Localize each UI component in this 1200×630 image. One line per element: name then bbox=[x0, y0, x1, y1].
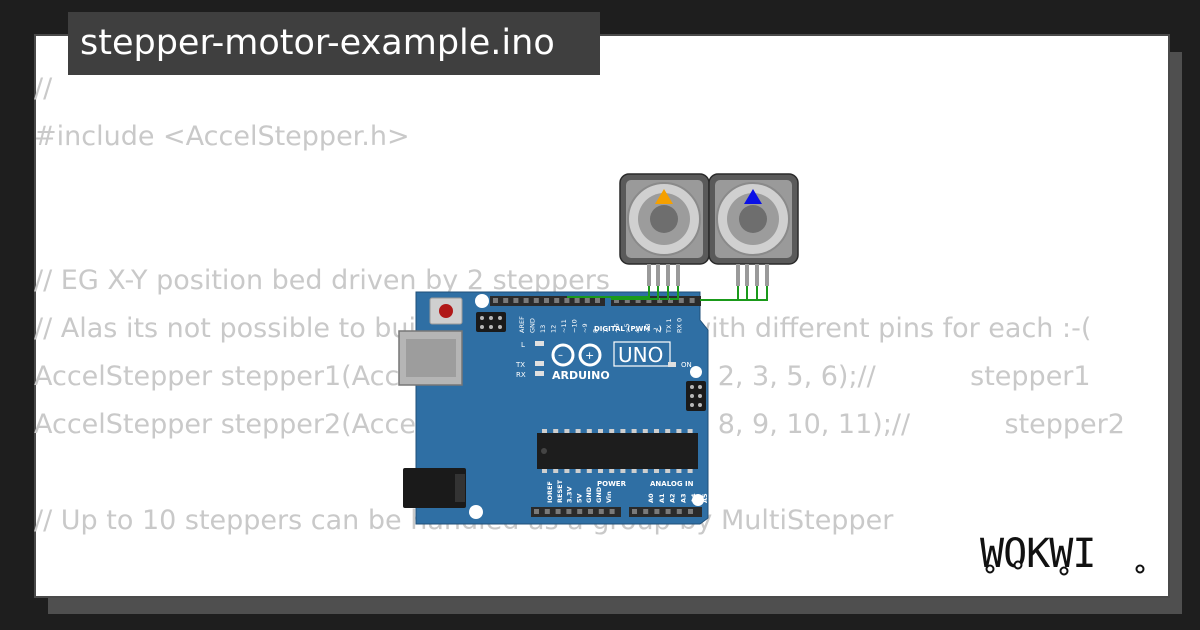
wire bbox=[611, 286, 659, 300]
wire bbox=[567, 286, 650, 298]
wire bbox=[700, 286, 739, 301]
pin-label: A4 bbox=[690, 493, 698, 503]
pin-label: ~6 bbox=[613, 323, 621, 333]
svg-text:–: – bbox=[558, 350, 563, 361]
microcontroller-chip bbox=[537, 429, 698, 473]
pin-label: RESET bbox=[556, 479, 564, 503]
pin-label: A2 bbox=[669, 493, 677, 503]
wokwi-logo: WOKWI bbox=[980, 531, 1145, 577]
power-jack bbox=[403, 468, 466, 508]
stepper-motor-2[interactable] bbox=[708, 173, 799, 286]
pin-label: A0 bbox=[647, 493, 655, 503]
wire bbox=[670, 286, 679, 300]
pin-label: 13 bbox=[539, 325, 547, 333]
wokwi-logo-text: WOKWI bbox=[980, 531, 1095, 577]
pin-label: ~3 bbox=[644, 323, 652, 333]
pin-label: A1 bbox=[658, 493, 666, 503]
pin-label: AREF bbox=[518, 316, 526, 333]
tx-label: TX bbox=[515, 361, 525, 369]
pin-label: ~9 bbox=[581, 323, 589, 333]
wires bbox=[567, 286, 768, 301]
pin-label: 7 bbox=[602, 329, 610, 333]
code-line: // bbox=[34, 73, 53, 104]
wire bbox=[660, 286, 669, 300]
arduino-logo-icon bbox=[551, 343, 602, 367]
motor-indicator-icon bbox=[655, 189, 673, 204]
code-line: // EG X-Y position bed driven by 2 stepp… bbox=[34, 265, 610, 296]
arduino-brand-label: ARDUINO bbox=[552, 369, 610, 382]
svg-text:+: + bbox=[585, 349, 594, 362]
pin-label: 3.3V bbox=[566, 486, 574, 503]
power-label: POWER bbox=[597, 480, 627, 488]
rx-label: RX bbox=[516, 371, 526, 379]
pin-label: ~11 bbox=[560, 319, 568, 333]
pin-label: A5 bbox=[701, 493, 709, 503]
l-led-label: L bbox=[521, 341, 525, 349]
wire bbox=[708, 286, 768, 301]
pin-label: GND bbox=[529, 318, 537, 333]
on-label: ON bbox=[681, 361, 692, 369]
pin-label: GND bbox=[595, 486, 603, 503]
pin-label: IOREF bbox=[546, 481, 554, 503]
pin-label: 8 bbox=[592, 329, 600, 333]
wire bbox=[706, 286, 758, 301]
pin-label: Vin bbox=[605, 491, 613, 503]
uno-label: UNO bbox=[618, 343, 663, 367]
pin-label: 4 bbox=[634, 329, 642, 333]
pin-label: RX 0 bbox=[676, 318, 684, 333]
pin-label: ~5 bbox=[623, 323, 631, 333]
code-line: #include <AccelStepper.h> bbox=[34, 121, 410, 152]
wire bbox=[704, 286, 748, 301]
pin-label: 5V bbox=[575, 493, 583, 503]
project-title: stepper-motor-example.ino bbox=[68, 12, 600, 75]
analog-label: ANALOG IN bbox=[650, 480, 694, 488]
digital-label: DIGITAL (PWM ~) bbox=[594, 325, 662, 333]
pin-label: ~10 bbox=[571, 319, 579, 333]
pin-label: 12 bbox=[550, 325, 558, 333]
motor-indicator-icon bbox=[744, 189, 762, 204]
stepper-motor-1[interactable] bbox=[619, 173, 710, 286]
pin-label: GND bbox=[585, 486, 593, 503]
pin-label: A3 bbox=[679, 493, 687, 503]
pin-label: TX 1 bbox=[665, 318, 673, 334]
pin-label: 2 bbox=[655, 329, 663, 333]
